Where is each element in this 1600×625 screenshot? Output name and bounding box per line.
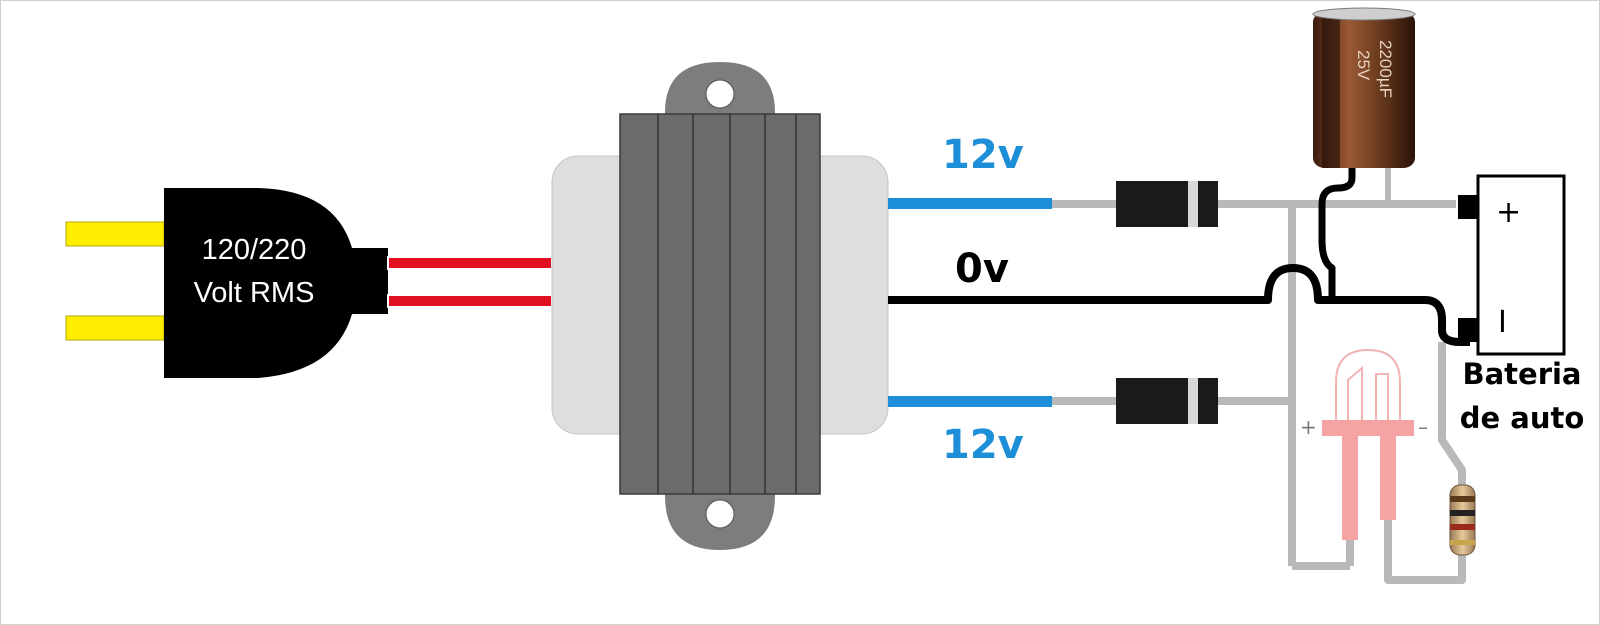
resistor-to-negative xyxy=(1438,342,1466,485)
circuit-wiring xyxy=(1052,200,1466,584)
led-leg-cathode xyxy=(1380,436,1396,520)
led-plus-sign: + xyxy=(1300,415,1317,439)
label-0v: 0v xyxy=(955,246,1009,292)
diode-bottom-band xyxy=(1188,378,1198,424)
resistor-band-3 xyxy=(1450,524,1475,530)
input-wire-top xyxy=(387,256,553,270)
label-12v-bottom: 12v xyxy=(942,422,1024,468)
diode-top-band xyxy=(1188,181,1198,227)
transformer xyxy=(551,62,889,550)
capacitor: 2200µF 25V xyxy=(1312,7,1416,300)
secondary-wire-top xyxy=(888,198,1052,209)
battery-minus-sign: I xyxy=(1498,305,1507,340)
capacitor-top xyxy=(1312,7,1416,21)
center-tap-wire xyxy=(888,264,1470,346)
battery-plus-sign: + xyxy=(1496,195,1521,230)
battery-caption-line2: de auto xyxy=(1460,401,1585,435)
label-12v-top: 12v xyxy=(942,132,1024,178)
plug-label-line1: 120/220 xyxy=(202,234,307,266)
diode-top-body xyxy=(1116,181,1218,227)
capacitor-sleeve-stripe xyxy=(1322,12,1340,168)
secondary-wire-bottom xyxy=(888,396,1052,407)
mounting-hole-top xyxy=(705,79,735,109)
car-battery: + I Bateria de auto xyxy=(1458,174,1585,435)
led-anvil xyxy=(1347,365,1363,420)
capacitor-marking-voltage: 25V xyxy=(1354,50,1373,81)
power-plug: 120/220 Volt RMS xyxy=(65,188,388,378)
plug-pin-bottom xyxy=(65,315,165,341)
diode-top xyxy=(1116,181,1218,227)
battery-caption-line1: Bateria xyxy=(1462,357,1581,391)
led-cathode-to-resistor xyxy=(1384,520,1466,584)
plug-label-line2: Volt RMS xyxy=(194,277,315,309)
led-post xyxy=(1375,373,1389,420)
capacitor-marking-value: 2200µF xyxy=(1376,40,1395,98)
diode-bottom xyxy=(1116,378,1218,424)
transformer-core xyxy=(619,113,821,495)
resistor-band-1 xyxy=(1450,496,1475,502)
led-minus-sign: – xyxy=(1418,415,1428,439)
plug-pin-top xyxy=(65,221,165,247)
led-leg-anode xyxy=(1342,436,1358,540)
led-rim xyxy=(1322,420,1414,436)
diode-bottom-body xyxy=(1116,378,1218,424)
battery-body xyxy=(1476,174,1566,356)
led-dome xyxy=(1335,348,1401,424)
resistor xyxy=(1449,484,1476,556)
resistor-body xyxy=(1449,484,1476,556)
capacitor-lead-left xyxy=(1318,165,1356,300)
mounting-hole-bottom xyxy=(705,499,735,529)
resistor-band-2 xyxy=(1450,510,1475,516)
resistor-band-4 xyxy=(1450,540,1475,545)
plug-body xyxy=(164,188,388,378)
led-indicator: + – xyxy=(1300,348,1428,540)
input-wire-bottom xyxy=(387,294,553,308)
